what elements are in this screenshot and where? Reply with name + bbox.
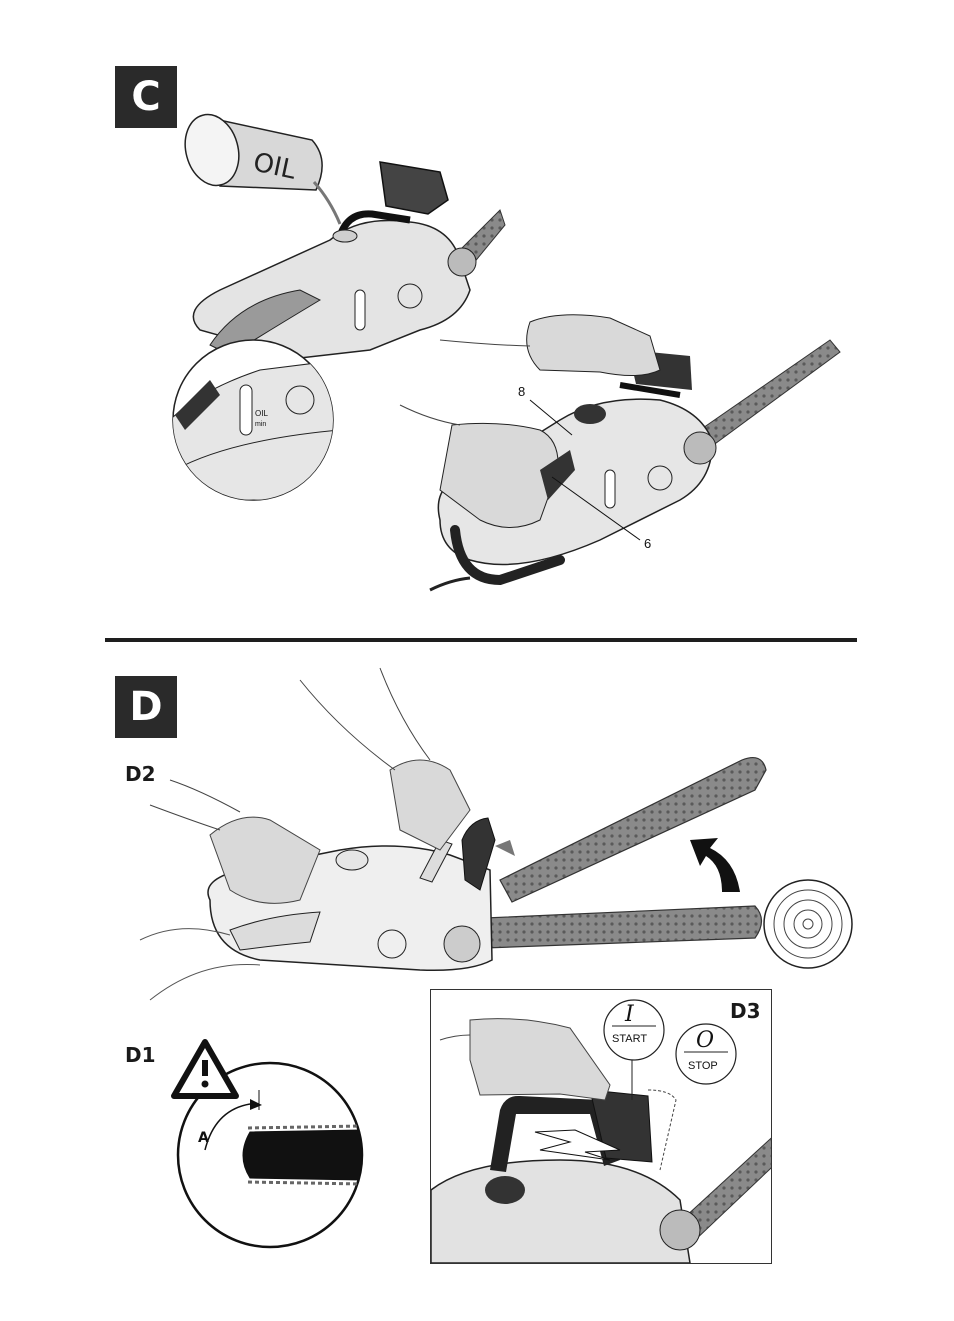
warning-triangle-icon (174, 1042, 236, 1096)
saw-top (193, 162, 505, 358)
sub-label-d2: D2 (125, 762, 156, 786)
gauge-label-min: min (255, 421, 266, 428)
sub-label-d1: D1 (125, 1043, 156, 1067)
figure-c: OIL (170, 108, 840, 590)
saw-bottom (400, 315, 840, 590)
bar-level (485, 906, 762, 948)
gauge-detail-circle: OIL min (170, 340, 340, 500)
figure-d1: A (174, 1042, 362, 1247)
log-cross-section (764, 880, 852, 968)
sub-label-d3: D3 (730, 999, 761, 1023)
d3-frame (430, 989, 772, 1264)
figure-d2 (140, 668, 852, 1000)
gauge-label-oil: OIL (255, 409, 268, 418)
rotation-arrow-icon (690, 838, 740, 892)
callout-8: 8 (518, 384, 525, 399)
oil-can: OIL (178, 108, 340, 224)
d1-angle-label: A (198, 1130, 209, 1146)
callout-6: 6 (644, 536, 651, 551)
